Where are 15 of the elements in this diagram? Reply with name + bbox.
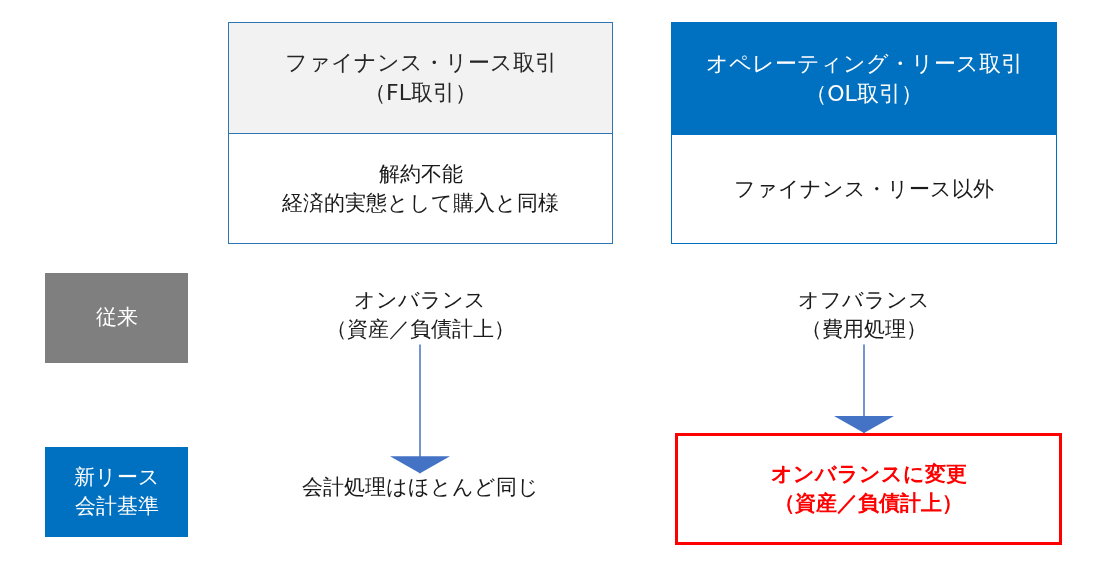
arrow [390, 343, 450, 475]
info-card [228, 22, 613, 244]
card-header: オペレーティング・リース取引（OL取引） [672, 23, 1056, 135]
card-text: ファイナンス・リース以外 [734, 175, 994, 203]
card-text: 経済的実態として購入と同様 [282, 189, 559, 217]
row-header: 従来 [45, 273, 188, 363]
row-header: 新リース会計基準 [45, 447, 188, 537]
info-card [671, 22, 1057, 244]
highlight-box: オンバランスに変更（資産／負債計上） [675, 433, 1062, 545]
card-text: 解約不能 [378, 161, 463, 189]
description-text: オンバランス（資産／負債計上） [323, 285, 517, 345]
arrow [834, 343, 894, 434]
description-text: オフバランス（費用処理） [797, 285, 931, 345]
card-header: ファイナンス・リース取引（FL取引） [229, 23, 612, 134]
description-text: 会計処理はほとんど同じ [300, 473, 540, 503]
